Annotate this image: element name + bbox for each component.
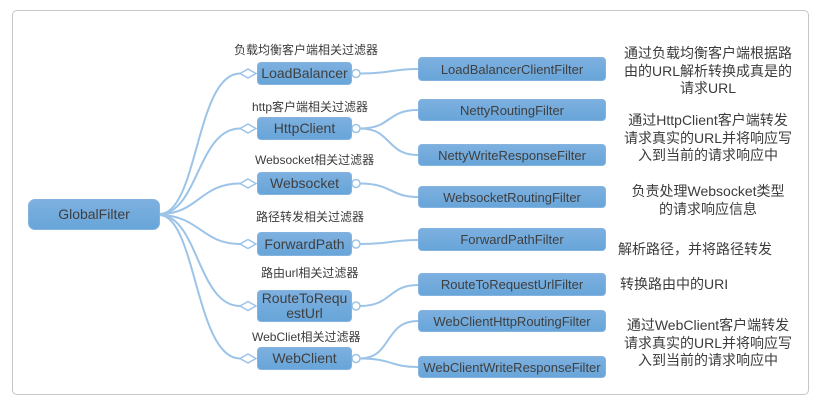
node-webclient: WebClient [257, 347, 352, 370]
node-forwardpathfilter: ForwardPathFilter [418, 228, 606, 251]
category-label-websocket: Websocket相关过滤器 [255, 153, 375, 167]
category-label-webclient: WebCliet相关过滤器 [252, 330, 361, 344]
node-nettyroutingfilter: NettyRoutingFilter [418, 99, 606, 121]
description-webclient: 通过WebClient客户端转发 请求真实的URL并将响应写 入到当前的请求响应… [623, 317, 792, 368]
description-httpclient: 通过HttpClient客户端转发 请求真实的URL并将响应写 入到当前的请求响… [623, 112, 792, 163]
description-loadbalancer: 通过负载均衡客户端根据路 由的URL解析转换成真是的 请求URL [623, 45, 792, 96]
node-httpclient: HttpClient [257, 117, 352, 140]
node-websocket: Websocket [257, 172, 352, 195]
node-websocketroutingfilter: WebsocketRoutingFilter [418, 186, 606, 208]
node-routetorequesturlfilter: RouteToRequestUrlFilter [418, 273, 606, 296]
node-webclienthttproutingfilter: WebClientHttpRoutingFilter [418, 310, 606, 332]
description-websocket: 负责处理Websocket类型 的请求响应信息 [631, 183, 785, 217]
node-globalfilter: GlobalFilter [28, 199, 160, 230]
category-label-loadbalancer: 负载均衡客户端相关过滤器 [234, 43, 379, 57]
node-forwardpath: ForwardPath [257, 232, 352, 256]
node-loadbalancer: LoadBalancer [257, 62, 352, 85]
node-webclientwriteresponsefilter: WebClientWriteResponseFilter [418, 356, 606, 378]
node-nettywriteresponsefilter: NettyWriteResponseFilter [418, 144, 606, 166]
category-label-routetorequesturl: 路由url相关过滤器 [261, 266, 359, 280]
description-forwardpath: 解析路径，并将路径转发 [618, 241, 772, 257]
category-label-forwardpath: 路径转发相关过滤器 [256, 210, 365, 224]
category-label-httpclient: http客户端相关过滤器 [252, 100, 369, 114]
description-routetorequesturl: 转换路由中的URI [620, 276, 729, 292]
node-routetorequesturl: RouteToRequestUrl [257, 290, 352, 322]
node-loadbalancerclientfilter: LoadBalancerClientFilter [418, 57, 606, 81]
